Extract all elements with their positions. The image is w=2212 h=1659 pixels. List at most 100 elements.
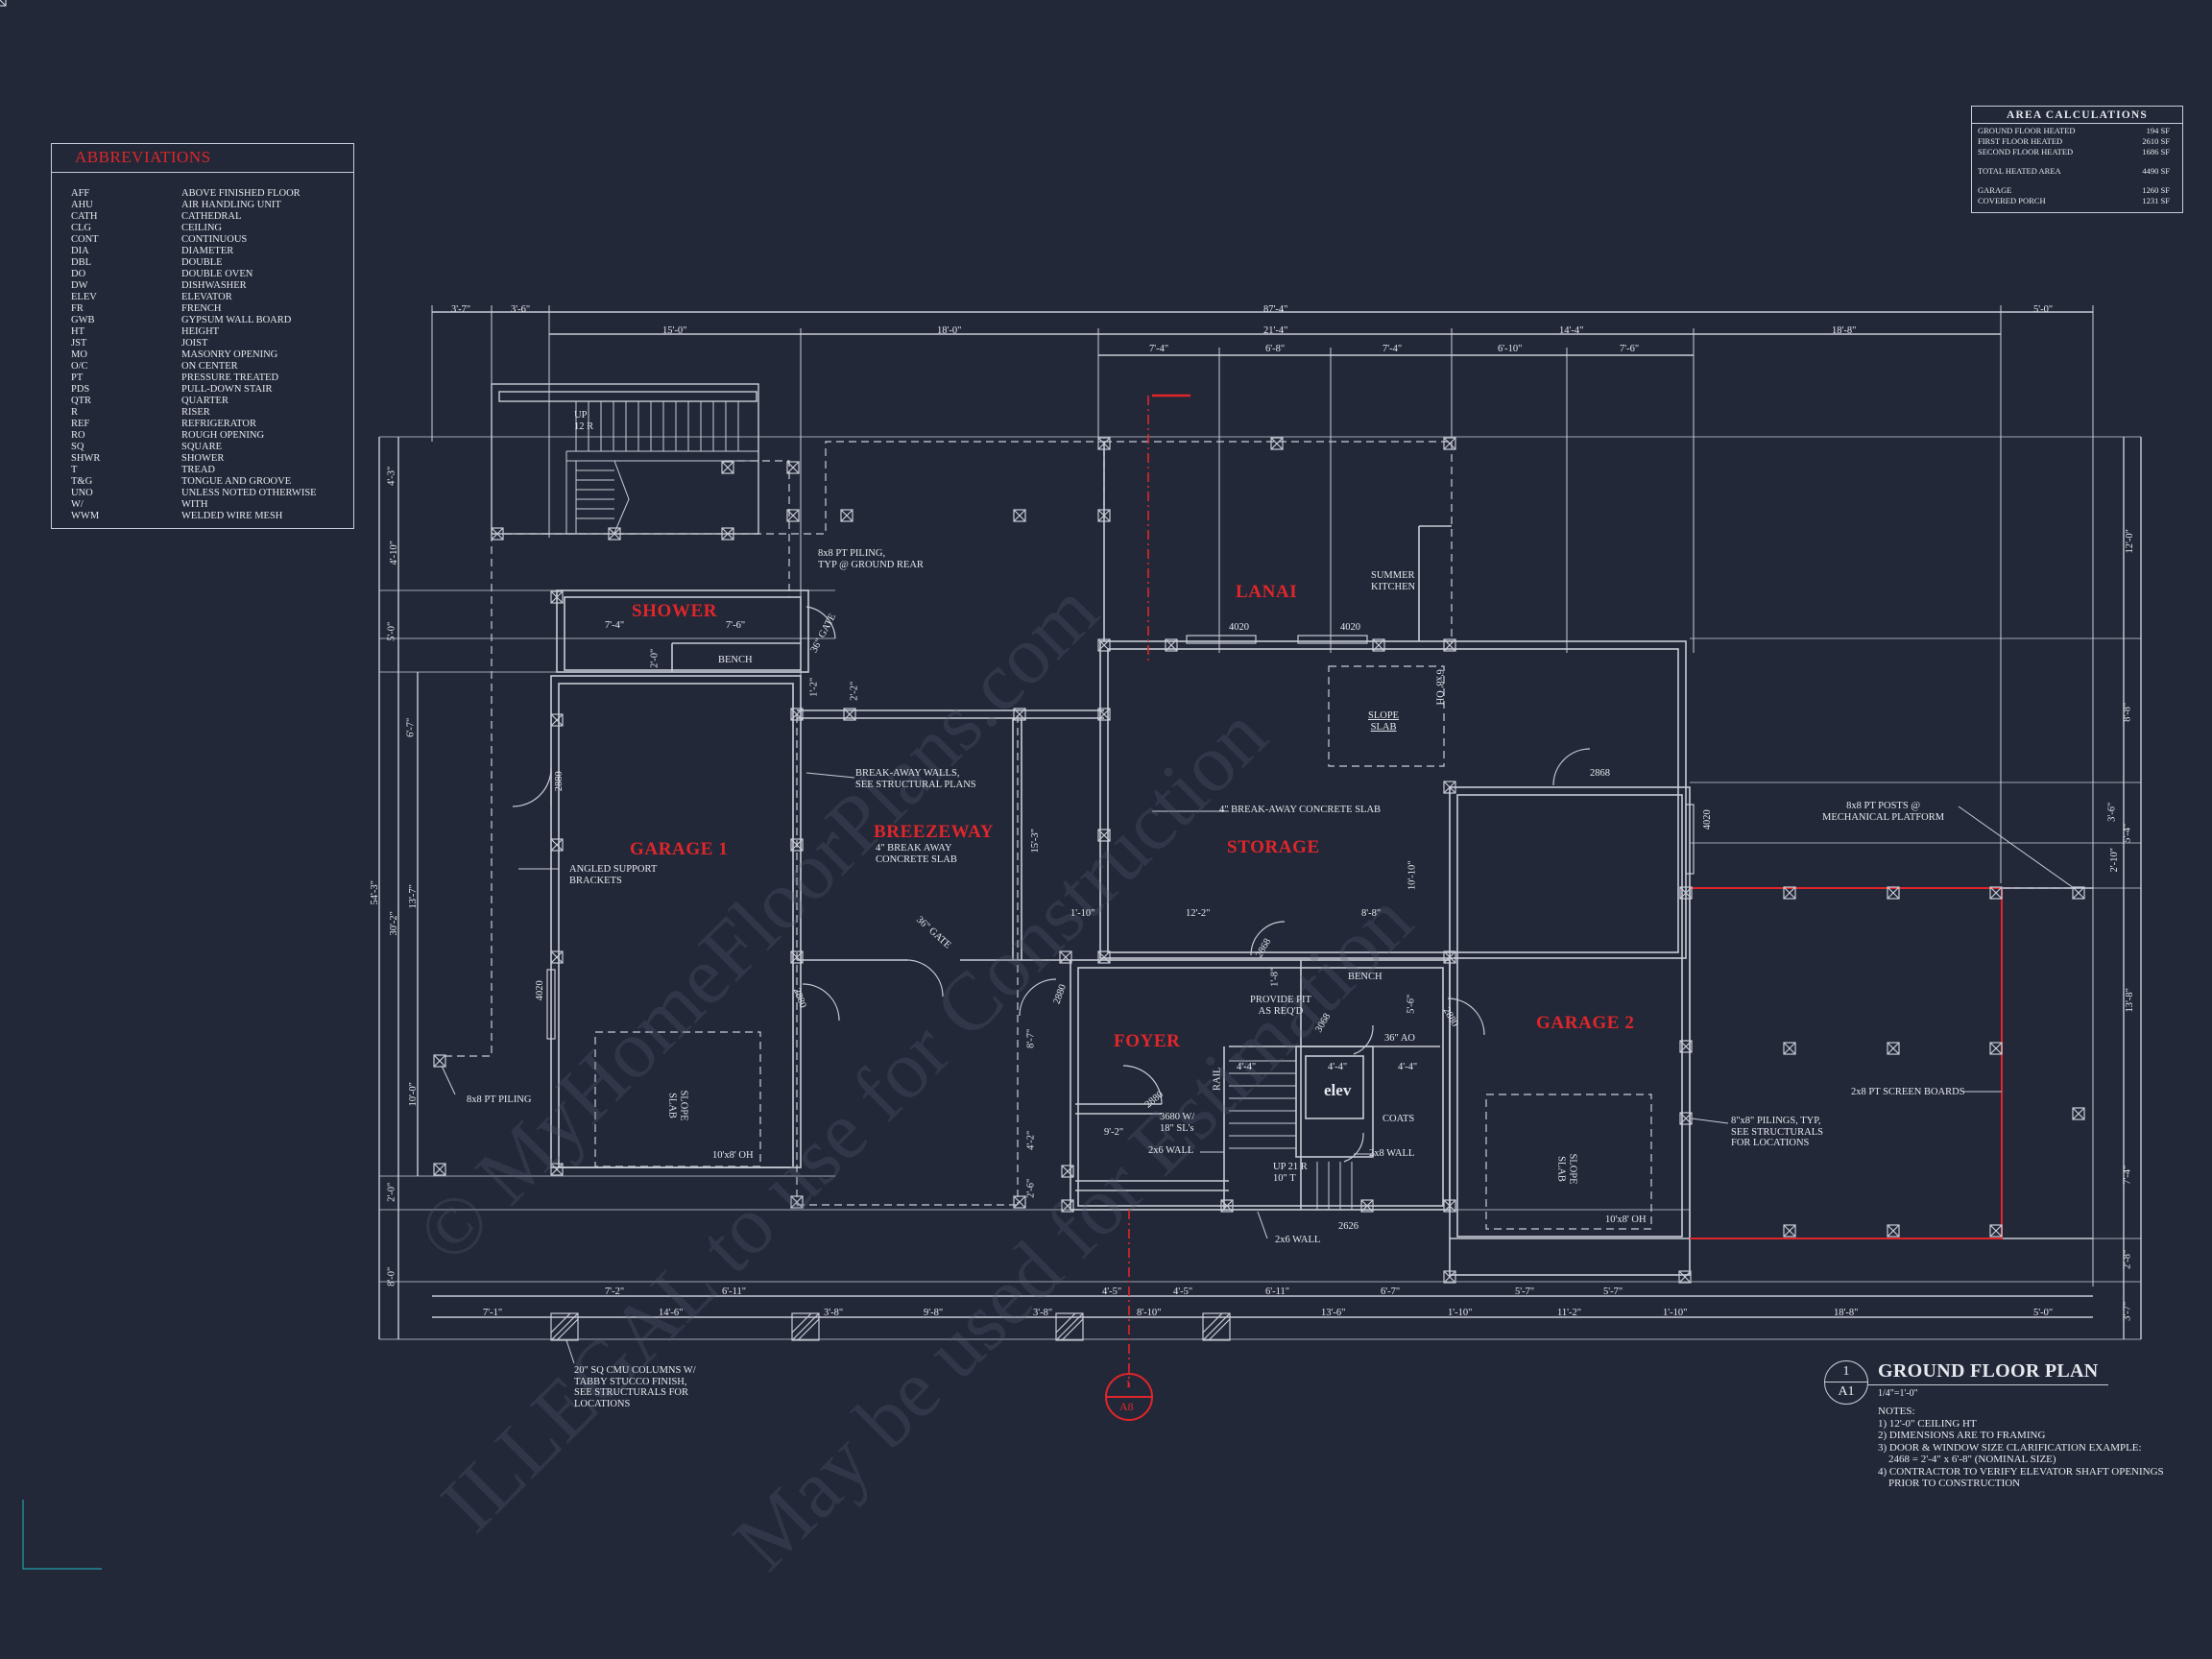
abbreviation-meaning: MASONRY OPENING: [181, 349, 278, 360]
dim-label: 5'-6": [1406, 994, 1417, 1014]
abbreviation-meaning: WELDED WIRE MESH: [181, 511, 283, 521]
abbreviation-code: QTR: [71, 396, 91, 406]
overhead-door-label: 10'x8' OH: [1605, 1214, 1647, 1225]
drawing-sheet: A1: [1838, 1384, 1855, 1399]
abbreviation-code: DW: [71, 280, 88, 291]
dim-label: 18'-0": [937, 325, 962, 336]
slope-slab-label: SLOPE SLAB: [1368, 710, 1400, 733]
abbreviation-row: W/WITH: [71, 499, 348, 511]
summer-kitchen-label: SUMMER KITCHEN: [1371, 570, 1416, 592]
cmu-columns-note: 20" SQ CMU COLUMNS W/ TABBY STUCCO FINIS…: [574, 1365, 696, 1409]
door-size-label: 2868: [1590, 768, 1610, 779]
dim-label: 11'-2": [1557, 1308, 1582, 1318]
dim-label: 21'-4": [1263, 325, 1288, 336]
stair-up-note: UP 21 R 10" T: [1273, 1162, 1308, 1184]
dim-label: 3'-8": [824, 1308, 844, 1318]
overhead-door-label: 10'x8' OH: [712, 1150, 754, 1161]
sliding-door-note: 3680 W/ 18" SL's: [1160, 1112, 1195, 1134]
dim-label: 4'-10": [388, 541, 399, 565]
dim-label: 2'-0": [649, 648, 661, 668]
abbreviation-code: T&G: [71, 476, 93, 487]
coats-closet-label: COATS: [1382, 1114, 1415, 1124]
abbreviation-row: SHWR SHOWER: [71, 453, 348, 465]
dim-label: 6'-7": [405, 717, 417, 737]
room-label-foyer: FOYER: [1114, 1031, 1181, 1051]
dim-label: 6'-7": [1381, 1286, 1401, 1297]
pt-posts-note: 8x8 PT POSTS @ MECHANICAL PLATFORM: [1822, 801, 1945, 823]
dim-label: 1'-10": [1448, 1308, 1473, 1318]
dim-label: 9'-2": [1104, 1127, 1124, 1138]
dim-label: 6'-11": [722, 1286, 747, 1297]
dim-label: 7'-4": [1382, 344, 1403, 354]
room-label-garage-2: GARAGE 2: [1536, 1013, 1635, 1033]
dim-label: 6'-8": [1265, 344, 1286, 354]
dim-label: 2'-8": [2122, 1249, 2133, 1269]
abbreviation-code: O/C: [71, 361, 88, 372]
abbreviation-code: PDS: [71, 384, 90, 395]
abbreviations-divider: [52, 172, 353, 173]
dim-label: 5'-0": [2033, 1308, 2054, 1318]
window-size-label: 4020: [1701, 809, 1713, 830]
dim-label: 10'-0": [407, 1082, 419, 1107]
rail-label: RAIL: [1212, 1067, 1223, 1092]
abbreviation-code: UNO: [71, 488, 93, 498]
dim-label: 7'-4": [2122, 1165, 2133, 1185]
abbreviation-meaning: WITH: [181, 499, 208, 510]
dim-label: 5'-0": [386, 621, 397, 641]
abbreviation-meaning: SQUARE: [181, 442, 223, 452]
dim-label: 4'-4": [1328, 1062, 1348, 1072]
dim-label: 13'-6": [1321, 1308, 1346, 1318]
abbreviation-code: CATH: [71, 211, 98, 222]
wall-note: 2x8 WALL: [1369, 1148, 1415, 1159]
abbreviation-meaning: ON CENTER: [181, 361, 238, 372]
breakaway-slab-note: 4" BREAK AWAY CONCRETE SLAB: [876, 843, 957, 865]
abbreviation-code: SHWR: [71, 453, 101, 464]
abbreviation-meaning: AIR HANDLING UNIT: [181, 200, 281, 210]
section-marker-number: 1: [1125, 1377, 1131, 1390]
abbreviation-code: FR: [71, 303, 84, 314]
dim-label: 2'-10": [2108, 848, 2120, 873]
window-size-label: 4020: [1229, 622, 1249, 633]
dim-label: 87'-4": [1263, 304, 1288, 315]
abbreviation-code: CLG: [71, 223, 91, 233]
dim-label: 8'-7": [1025, 1028, 1037, 1048]
drawing-note-line: NOTES:: [1878, 1406, 1915, 1417]
abbreviation-meaning: SHOWER: [181, 453, 225, 464]
abbreviation-meaning: DIAMETER: [181, 246, 234, 256]
abbreviation-code: AFF: [71, 188, 90, 199]
bench-label: BENCH: [1348, 972, 1382, 982]
pilings-note: 8"x8" PILINGS, TYP, SEE STRUCTURALS FOR …: [1731, 1116, 1823, 1148]
abbreviation-code: JST: [71, 338, 87, 349]
stair-up-note: UP 12 R: [574, 410, 594, 432]
wall-note: 2x6 WALL: [1148, 1145, 1194, 1156]
slope-slab-label: SLOPE SLAB: [667, 1090, 689, 1121]
breakaway-slab-note: 4" BREAK-AWAY CONCRETE SLAB: [1219, 805, 1382, 815]
abbreviation-meaning: PRESSURE TREATED: [181, 373, 279, 383]
dim-label: 3'-6": [511, 304, 531, 315]
room-label-storage: STORAGE: [1227, 837, 1320, 857]
dim-label: 8'-0": [386, 1266, 397, 1286]
dim-label: 4'-4": [1398, 1062, 1418, 1072]
abbreviations-title: ABBREVIATIONS: [75, 148, 211, 166]
dim-label: 13'-8": [2124, 988, 2135, 1013]
dim-label: 14'-4": [1559, 325, 1584, 336]
dim-label: 2'-2": [849, 681, 860, 701]
window-size-label: 4020: [1340, 622, 1360, 633]
dim-label: 12'-2": [1186, 908, 1211, 919]
